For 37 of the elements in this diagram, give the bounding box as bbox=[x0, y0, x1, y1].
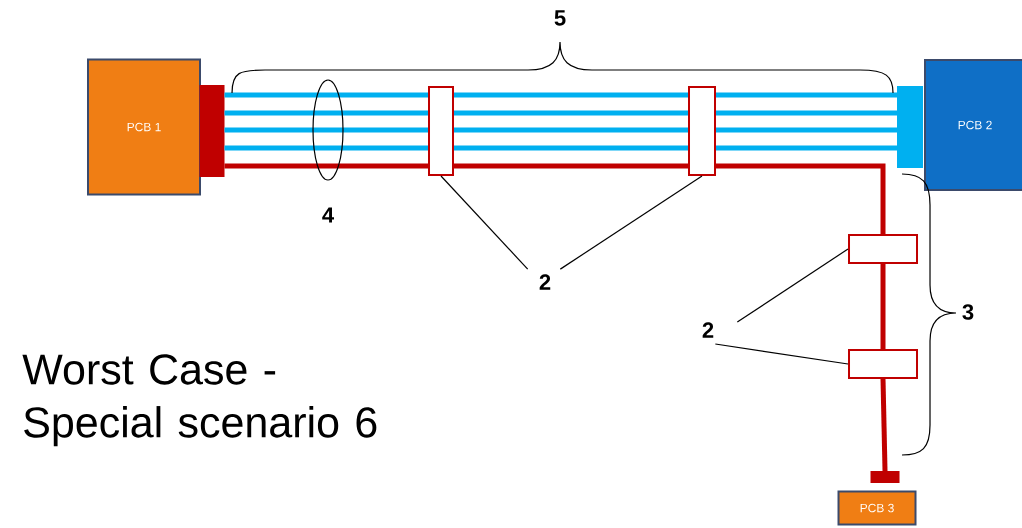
wire bbox=[224, 145, 428, 151]
wire bbox=[716, 110, 897, 116]
leader-line bbox=[736, 248, 849, 323]
pcb-box: PCB 2 bbox=[924, 59, 1022, 191]
connector-block bbox=[897, 86, 923, 168]
leader-line bbox=[559, 175, 703, 270]
wire bbox=[716, 145, 897, 151]
wire bbox=[224, 127, 428, 133]
callout-number: 3 bbox=[962, 304, 974, 320]
caption-text: Worst Case - Special scenario 6 bbox=[22, 354, 377, 447]
wire bbox=[454, 163, 688, 169]
wire bbox=[454, 92, 688, 98]
wire bbox=[880, 264, 886, 349]
callout-number: 4 bbox=[322, 207, 334, 223]
wire bbox=[880, 378, 888, 472]
callout-number: 2 bbox=[702, 322, 714, 338]
wire bbox=[716, 163, 886, 234]
wire bbox=[454, 145, 688, 151]
connector-block bbox=[870, 471, 900, 483]
leader-line bbox=[714, 343, 849, 365]
wire bbox=[454, 110, 688, 116]
callout-number: 2 bbox=[539, 274, 551, 290]
cable-clip bbox=[848, 234, 918, 264]
leader-line bbox=[440, 175, 529, 270]
wire bbox=[716, 92, 897, 98]
cable-clip bbox=[428, 86, 454, 176]
pcb-box: PCB 1 bbox=[87, 58, 201, 196]
wire bbox=[716, 127, 897, 133]
cable-clip bbox=[848, 349, 918, 379]
cable-clip bbox=[688, 86, 716, 176]
callout-number: 5 bbox=[554, 10, 566, 26]
wire bbox=[224, 110, 428, 116]
wire bbox=[224, 92, 428, 98]
wire bbox=[224, 163, 428, 169]
connector-block bbox=[199, 85, 225, 177]
wire bbox=[454, 127, 688, 133]
pcb-box: PCB 3 bbox=[837, 490, 917, 526]
